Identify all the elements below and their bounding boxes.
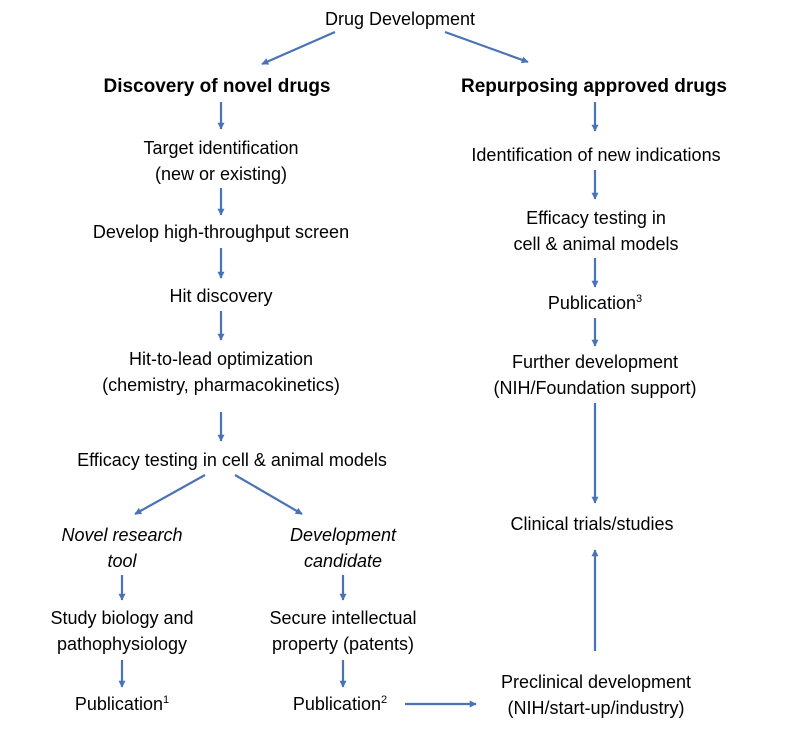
publication-1-label: Publication (74, 694, 163, 714)
discovery-heading-label: Discovery of novel drugs (103, 76, 331, 97)
arrow-efficacy-to-tool (134, 474, 206, 515)
arrow-root-to-repurposing (444, 30, 529, 64)
research-tool-node: Novel research tool (61, 522, 182, 574)
publication-1-footnote: 1 (162, 694, 170, 706)
target-identification-node: Target identification (new or existing) (143, 135, 298, 187)
new-indications-label: Identification of new indications (471, 145, 721, 165)
hit-discovery-node: Hit discovery (169, 283, 272, 309)
target-identification-label: Target identification (143, 138, 299, 158)
publication-2-label: Publication (292, 694, 381, 714)
clinical-trials-node: Clinical trials/studies (510, 511, 673, 537)
arrow-root-to-discovery (261, 30, 336, 66)
repurposing-heading: Repurposing approved drugs (461, 74, 727, 100)
efficacy-testing-node: Efficacy testing in cell & animal models (77, 447, 387, 473)
preclinical-development-node: Preclinical development (NIH/start-up/in… (501, 669, 691, 721)
study-biology-node: Study biology and pathophysiology (50, 605, 193, 657)
preclinical-development-label: Preclinical development (500, 672, 692, 692)
hit-to-lead-sublabel: (chemistry, pharmacokinetics) (102, 375, 340, 395)
preclinical-development-sublabel: (NIH/start-up/industry) (507, 698, 685, 718)
publication-3-node: Publication3 (548, 290, 642, 316)
research-tool-sublabel: tool (107, 551, 137, 571)
repurposing-heading-label: Repurposing approved drugs (460, 76, 728, 97)
study-biology-sublabel: pathophysiology (56, 634, 188, 654)
publication-3-label: Publication (547, 293, 636, 313)
further-development-sublabel: (NIH/Foundation support) (493, 378, 697, 398)
screen-label: Develop high-throughput screen (92, 222, 350, 242)
discovery-heading: Discovery of novel drugs (103, 74, 330, 100)
efficacy-testing-label: Efficacy testing in cell & animal models (77, 450, 387, 470)
intellectual-property-label: Secure intellectual (269, 608, 417, 628)
hit-to-lead-label: Hit-to-lead optimization (128, 349, 314, 369)
research-tool-label: Novel research (61, 525, 183, 545)
new-indications-node: Identification of new indications (471, 142, 720, 168)
intellectual-property-sublabel: property (patents) (271, 634, 415, 654)
screen-node: Develop high-throughput screen (93, 219, 349, 245)
study-biology-label: Study biology and (50, 608, 194, 628)
publication-2-node: Publication2 (293, 691, 387, 717)
development-candidate-sublabel: candidate (303, 551, 383, 571)
hit-discovery-label: Hit discovery (169, 286, 273, 306)
publication-2-footnote: 2 (380, 694, 388, 706)
root-node: Drug Development (325, 6, 475, 32)
repurposing-efficacy-label: Efficacy testing in (526, 208, 666, 228)
root-label: Drug Development (324, 9, 476, 29)
development-candidate-label: Development (289, 525, 397, 545)
intellectual-property-node: Secure intellectual property (patents) (269, 605, 416, 657)
further-development-label: Further development (511, 352, 679, 372)
further-development-node: Further development (NIH/Foundation supp… (493, 349, 696, 401)
hit-to-lead-node: Hit-to-lead optimization (chemistry, pha… (102, 346, 340, 398)
target-identification-sublabel: (new or existing) (154, 164, 288, 184)
repurposing-efficacy-sublabel: cell & animal models (513, 234, 679, 254)
development-candidate-node: Development candidate (290, 522, 396, 574)
clinical-trials-label: Clinical trials/studies (510, 514, 674, 534)
repurposing-efficacy-node: Efficacy testing in cell & animal models (513, 205, 678, 257)
arrow-efficacy-to-candidate (234, 474, 303, 515)
publication-1-node: Publication1 (75, 691, 169, 717)
publication-3-footnote: 3 (635, 293, 643, 305)
